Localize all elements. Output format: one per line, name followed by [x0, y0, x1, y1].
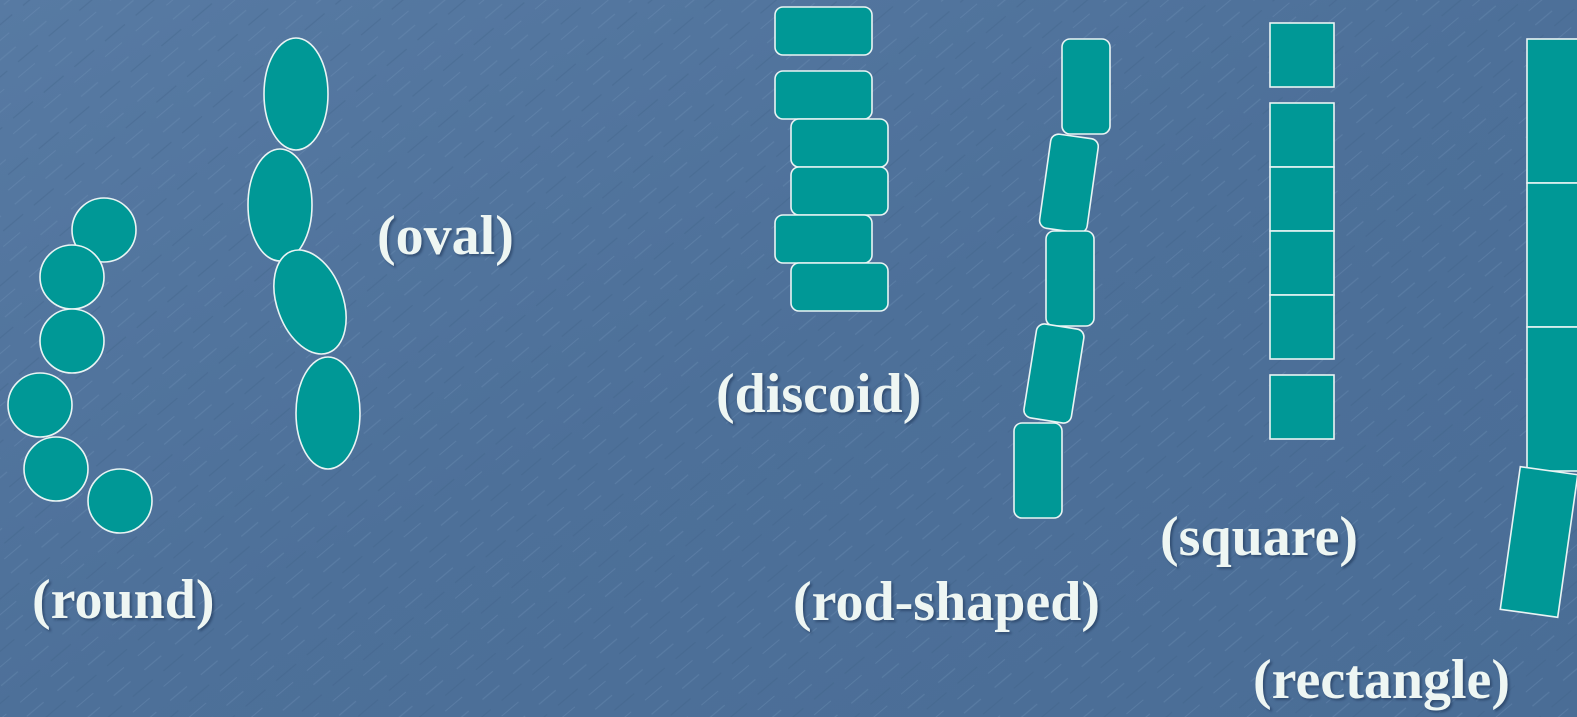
- oval-cell: [273, 249, 347, 355]
- rectangle-cell: [1526, 182, 1577, 328]
- rod-cell: [1013, 422, 1063, 519]
- round-cell: [39, 244, 105, 310]
- round-cell: [7, 372, 73, 438]
- rectangle-cells-group: [1499, 38, 1577, 619]
- rectangle-cell: [1526, 38, 1577, 184]
- rectangle-cell: [1526, 326, 1577, 472]
- round-cell: [39, 308, 105, 374]
- label-square: (square): [1160, 506, 1359, 568]
- rod-cell: [1045, 230, 1095, 327]
- discoid-cell: [774, 6, 873, 56]
- oval-cells-group: [247, 37, 361, 470]
- discoid-cell: [790, 118, 889, 168]
- rod-cell: [1023, 323, 1085, 424]
- round-cell: [71, 197, 137, 263]
- oval-cell: [295, 356, 361, 470]
- square-cell: [1269, 374, 1335, 440]
- rod-shaped-cells-group: [1013, 38, 1111, 519]
- rod-cell: [1038, 133, 1100, 234]
- square-cell: [1269, 22, 1335, 88]
- label-rod-shaped: (rod-shaped): [793, 571, 1101, 633]
- discoid-cell: [774, 70, 873, 120]
- square-cell: [1269, 230, 1335, 296]
- label-oval: (oval): [377, 205, 514, 267]
- discoid-cell: [774, 214, 873, 264]
- oval-cell: [247, 148, 313, 262]
- oval-cell: [263, 37, 329, 151]
- square-cell: [1269, 294, 1335, 360]
- label-discoid: (discoid): [716, 363, 922, 425]
- square-cells-group: [1269, 22, 1335, 440]
- label-round: (round): [32, 569, 215, 631]
- discoid-cells-group: [774, 6, 889, 312]
- discoid-cell: [790, 166, 889, 216]
- square-cell: [1269, 102, 1335, 168]
- rectangle-cell: [1499, 465, 1577, 619]
- round-cells-group: [7, 197, 153, 534]
- discoid-cell: [790, 262, 889, 312]
- round-cell: [23, 436, 89, 502]
- round-cell: [87, 468, 153, 534]
- label-rectangle: (rectangle): [1253, 649, 1511, 711]
- square-cell: [1269, 166, 1335, 232]
- rod-cell: [1061, 38, 1111, 135]
